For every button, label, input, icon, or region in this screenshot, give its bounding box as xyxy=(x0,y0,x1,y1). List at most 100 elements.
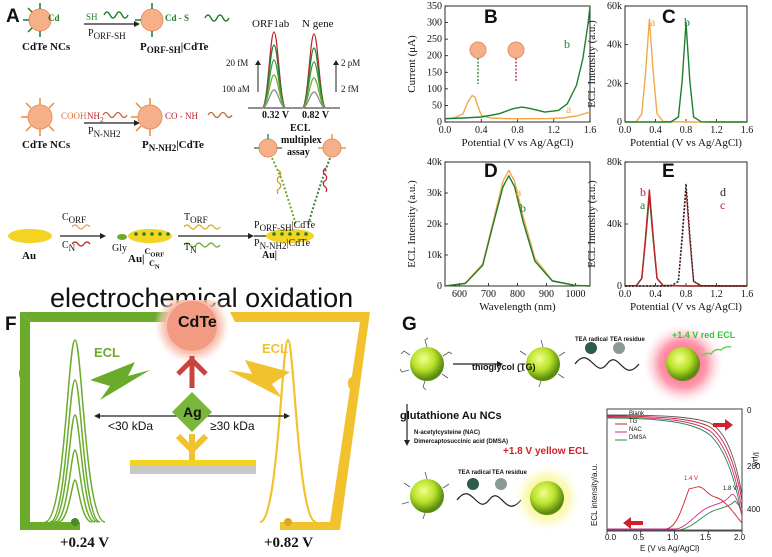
c-orf-label: CORF xyxy=(62,212,87,225)
x-tick-label-B-1: 0.4 xyxy=(475,125,488,136)
x-tick-label-B-3: 1.2 xyxy=(548,125,561,136)
g-right-tick-1: 200 xyxy=(747,462,761,471)
conc-100am: 100 aM xyxy=(222,84,250,94)
series-label-D-b: b xyxy=(520,201,526,215)
y-tick-label-D-2: 20k xyxy=(427,219,442,230)
ag-diamond xyxy=(172,392,212,432)
au-nc-tg xyxy=(517,339,566,388)
p-orf-sh-cdte-label: PORF-SH|CdTe xyxy=(140,41,209,56)
yellow-top-bar xyxy=(230,312,370,322)
green-left-bar xyxy=(20,312,30,530)
series-label-D-a: a xyxy=(516,185,522,199)
y-tick-label-B-7: 350 xyxy=(427,1,442,12)
p-n-nh2-bottom: PN-NH2|CdTe xyxy=(254,238,311,251)
panel-letter-d: D xyxy=(484,161,498,182)
g-right-tick-0: 0 xyxy=(747,406,752,415)
tea-radical-2 xyxy=(467,478,479,490)
sh-label: SH xyxy=(86,12,98,22)
ag-label: Ag xyxy=(183,404,202,420)
cdte-ncs-label-1: CdTe NCs xyxy=(22,41,71,53)
yellow-peak xyxy=(259,338,317,524)
e-right-label: e xyxy=(347,366,360,397)
cdte-label: CdTe xyxy=(178,314,217,331)
capture-antibody xyxy=(175,433,209,460)
au-label: Au xyxy=(22,250,37,262)
x-tick-label-E-3: 1.2 xyxy=(710,289,723,300)
xlabel-C: Potential (V vs Ag/AgCl) xyxy=(630,137,742,149)
au-nc-3 xyxy=(401,471,450,520)
gly-label: Gly xyxy=(112,243,127,254)
green-bolt xyxy=(90,362,150,400)
y-tick-label-E-0: 0 xyxy=(617,281,622,292)
p-n-nh2-cdte-label: PN-NH2|CdTe xyxy=(142,139,204,154)
antibody xyxy=(176,356,208,388)
p-orf-sh-bottom: PORF-SH|CdTe xyxy=(254,220,316,233)
co-nh-label: CO - NH xyxy=(165,111,198,121)
g-ann-18: 1.8 V xyxy=(723,486,738,492)
au-nc-red xyxy=(666,347,700,381)
x-tick-label-D-4: 1000 xyxy=(566,289,586,300)
thioglycol-label: thioglycol (TG) xyxy=(472,362,536,372)
au-final-label: Au| xyxy=(262,250,277,261)
cd-s-label: Cd - S xyxy=(165,13,190,23)
conc-2fm: 2 fM xyxy=(341,84,359,94)
v-right-label: +0.82 V xyxy=(264,535,314,551)
g-right-tick-2: 400 xyxy=(747,505,761,514)
y-tick-label-B-1: 50 xyxy=(432,100,442,111)
probe-left xyxy=(254,134,297,226)
x-tick-label-C-1: 0.4 xyxy=(649,125,662,136)
series-B-b xyxy=(444,5,591,120)
cdte-nc-1 xyxy=(23,3,52,37)
xlabel-B: Potential (V vs Ag/AgCl) xyxy=(462,137,574,149)
x-tick-label-E-4: 1.6 xyxy=(741,289,754,300)
series-label-E-b: b xyxy=(640,185,646,199)
tea-radical-label-2: TEA radical xyxy=(458,470,491,476)
probe-right xyxy=(307,134,346,226)
series-C-b xyxy=(625,21,747,123)
series-label-C-a: a xyxy=(650,15,656,29)
series-label-E-c: c xyxy=(720,198,725,212)
p-orf-sh-label: PORF-SH xyxy=(88,28,126,41)
pot-082: 0.82 V xyxy=(302,110,330,121)
y-tick-label-D-3: 30k xyxy=(427,188,442,199)
yellow-right-bar xyxy=(330,312,370,530)
cdte-ncs-label-2: CdTe NCs xyxy=(22,139,71,151)
e-left-label: e xyxy=(18,356,31,387)
series-label-B-b: b xyxy=(564,37,570,51)
cdte-nc-2 xyxy=(21,98,55,136)
panel-f-graphic xyxy=(20,300,370,530)
p-orf-sh-cdte-nc xyxy=(135,3,230,37)
series-label-E-a: a xyxy=(640,198,646,212)
y-tick-label-B-3: 150 xyxy=(427,67,442,78)
series-E-d xyxy=(625,183,748,287)
x-tick-label-C-2: 0.8 xyxy=(680,125,693,136)
y-tick-label-D-1: 10k xyxy=(427,250,442,261)
x-tick-label-E-0: 0.0 xyxy=(619,289,632,300)
cd-label: Cd xyxy=(48,13,60,23)
t-n-label: TN xyxy=(184,242,197,255)
y-tick-label-C-2: 40k xyxy=(607,40,622,51)
panel-letter-b: B xyxy=(484,7,498,28)
p-n-nh2-cdte-nc xyxy=(131,98,233,136)
tea-radical-label-1: TEA radical xyxy=(575,337,608,343)
green-peaks xyxy=(44,339,106,523)
ecl-left-label: ECL xyxy=(94,345,120,360)
x-tick-label-E-2: 0.8 xyxy=(680,289,693,300)
g-arrow-right xyxy=(713,419,733,431)
au-final-electrode xyxy=(266,229,314,243)
pot-032: 0.32 V xyxy=(262,110,290,121)
tea-residue-2 xyxy=(495,478,507,490)
g-inset-chart xyxy=(606,408,743,534)
y-tick-label-D-4: 40k xyxy=(427,157,442,168)
series-label-C-b: b xyxy=(684,15,690,29)
conc-2pm: 2 pM xyxy=(341,58,361,68)
panel-a-graphic xyxy=(8,3,346,248)
series-B-a xyxy=(444,94,591,120)
series-D-b xyxy=(444,175,591,287)
t-orf-label: TORF xyxy=(184,212,208,225)
